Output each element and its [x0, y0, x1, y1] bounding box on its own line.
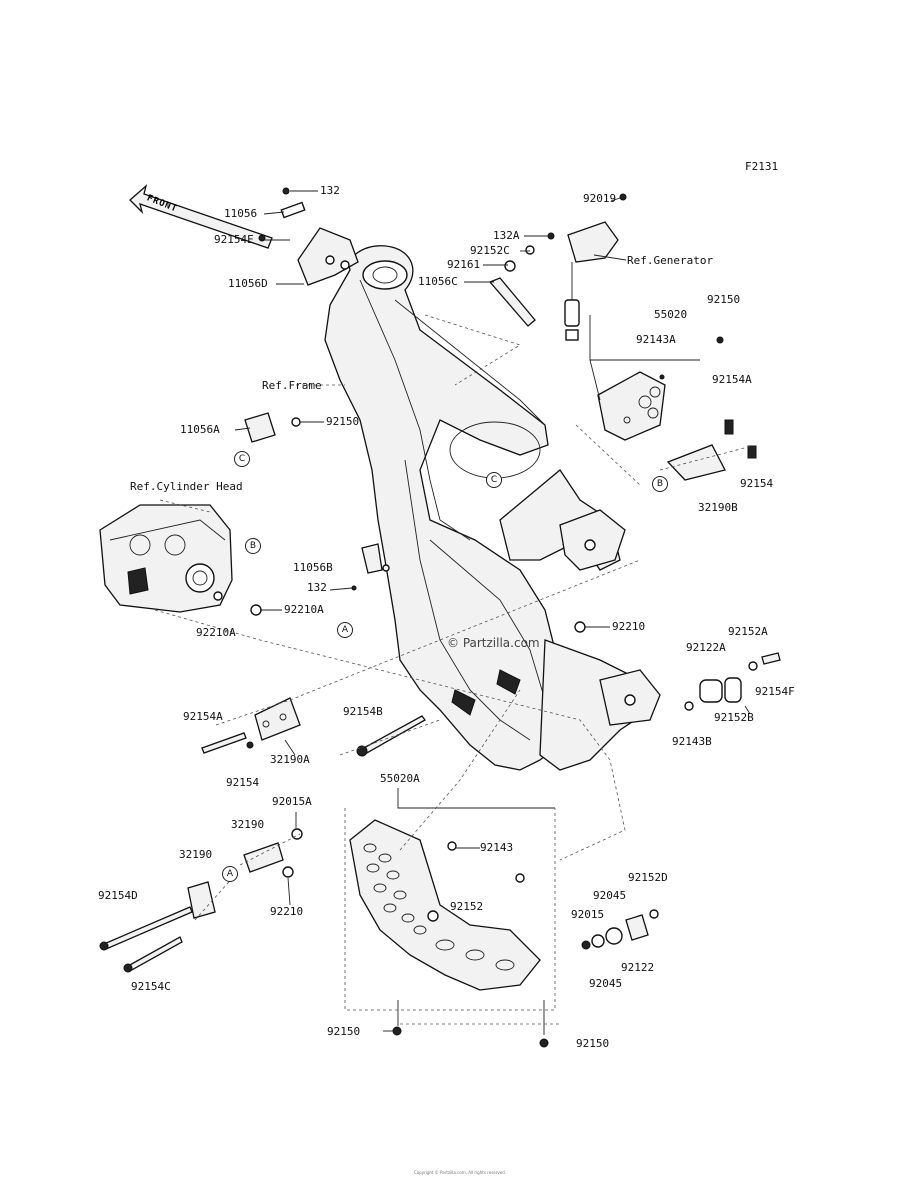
- callout-b-right: B: [652, 476, 668, 492]
- part-92152B[interactable]: 92152B: [714, 711, 754, 724]
- callout-a-lower: A: [222, 866, 238, 882]
- part-32190B[interactable]: 32190B: [698, 501, 738, 514]
- part-92143B[interactable]: 92143B: [672, 735, 712, 748]
- part-92210[interactable]: 92210: [612, 620, 646, 633]
- part-92150-bottom-right[interactable]: 92150: [576, 1037, 610, 1050]
- part-92015[interactable]: 92015: [571, 908, 605, 921]
- callout-c-left: C: [234, 451, 250, 467]
- engine-mount-bushings: [684, 652, 781, 711]
- main-frame: [324, 245, 661, 771]
- footer-copyright: Copyright © Partzilla.com. All rights re…: [413, 1170, 507, 1175]
- part-11056[interactable]: 11056: [224, 207, 258, 220]
- top-bracket: [258, 187, 359, 286]
- part-92210A[interactable]: 92210A: [284, 603, 324, 616]
- mount-plate-32190A: [201, 697, 426, 757]
- part-92152D[interactable]: 92152D: [628, 871, 668, 884]
- part-92143[interactable]: 92143: [480, 841, 514, 854]
- part-11056A[interactable]: 11056A: [180, 423, 220, 436]
- part-11056D[interactable]: 11056D: [228, 277, 268, 290]
- part-92122A[interactable]: 92122A: [686, 641, 726, 654]
- part-92154B[interactable]: 92154B: [343, 705, 383, 718]
- part-92143A[interactable]: 92143A: [636, 333, 676, 346]
- callout-b-left: B: [245, 538, 261, 554]
- part-92210-lower[interactable]: 92210: [270, 905, 304, 918]
- lower-right-bushings: [581, 909, 659, 950]
- part-55020[interactable]: 55020: [654, 308, 688, 321]
- diagram-code: F2131: [745, 160, 779, 173]
- part-92150-right[interactable]: 92150: [707, 293, 741, 306]
- part-92152A[interactable]: 92152A: [728, 625, 768, 638]
- part-92154-right[interactable]: 92154: [740, 477, 774, 490]
- lower-left-bolts: [99, 828, 303, 973]
- part-92019[interactable]: 92019: [583, 192, 617, 205]
- guard-plate-55020: [597, 336, 724, 441]
- part-92210A-head[interactable]: 92210A: [196, 626, 236, 639]
- watermark: © Partzilla.com: [447, 636, 540, 650]
- part-32190A[interactable]: 32190A: [270, 753, 310, 766]
- generator-module: [488, 193, 627, 341]
- part-92154A-right[interactable]: 92154A: [712, 373, 752, 386]
- front-arrow-icon: [129, 184, 273, 249]
- part-92154-left[interactable]: 92154: [226, 776, 260, 789]
- part-92154E[interactable]: 92154E: [214, 233, 254, 246]
- callout-c-frame: C: [486, 472, 502, 488]
- part-32190-lower[interactable]: 32190: [179, 848, 213, 861]
- part-92045-lower[interactable]: 92045: [589, 977, 623, 990]
- part-92122[interactable]: 92122: [621, 961, 655, 974]
- skid-plate-55020A: [349, 819, 549, 1048]
- left-brackets: [213, 412, 586, 633]
- part-92152C[interactable]: 92152C: [470, 244, 510, 257]
- part-92161[interactable]: 92161: [447, 258, 481, 271]
- part-11056B[interactable]: 11056B: [293, 561, 333, 574]
- ref-frame: Ref.Frame: [262, 379, 322, 392]
- ref-cylinder-head: Ref.Cylinder Head: [130, 480, 243, 493]
- cylinder-head: [99, 504, 233, 613]
- part-32190-upper[interactable]: 32190: [231, 818, 265, 831]
- part-92154A-left[interactable]: 92154A: [183, 710, 223, 723]
- part-92150-bottom-left[interactable]: 92150: [327, 1025, 361, 1038]
- part-55020A[interactable]: 55020A: [380, 772, 420, 785]
- part-11056C[interactable]: 11056C: [418, 275, 458, 288]
- part-92045-upper[interactable]: 92045: [593, 889, 627, 902]
- part-92015A[interactable]: 92015A: [272, 795, 312, 808]
- ref-generator: Ref.Generator: [627, 254, 714, 267]
- part-92152[interactable]: 92152: [450, 900, 484, 913]
- part-132A[interactable]: 132A: [493, 229, 520, 242]
- part-92154C[interactable]: 92154C: [131, 980, 171, 993]
- part-132-mid[interactable]: 132: [307, 581, 327, 594]
- part-92154F[interactable]: 92154F: [755, 685, 795, 698]
- bracket-32190B: [666, 419, 757, 481]
- part-132-top[interactable]: 132: [320, 184, 340, 197]
- part-92154D[interactable]: 92154D: [98, 889, 138, 902]
- leader-lines: [154, 190, 753, 1035]
- part-92150-left[interactable]: 92150: [326, 415, 360, 428]
- callout-a-mid: A: [337, 622, 353, 638]
